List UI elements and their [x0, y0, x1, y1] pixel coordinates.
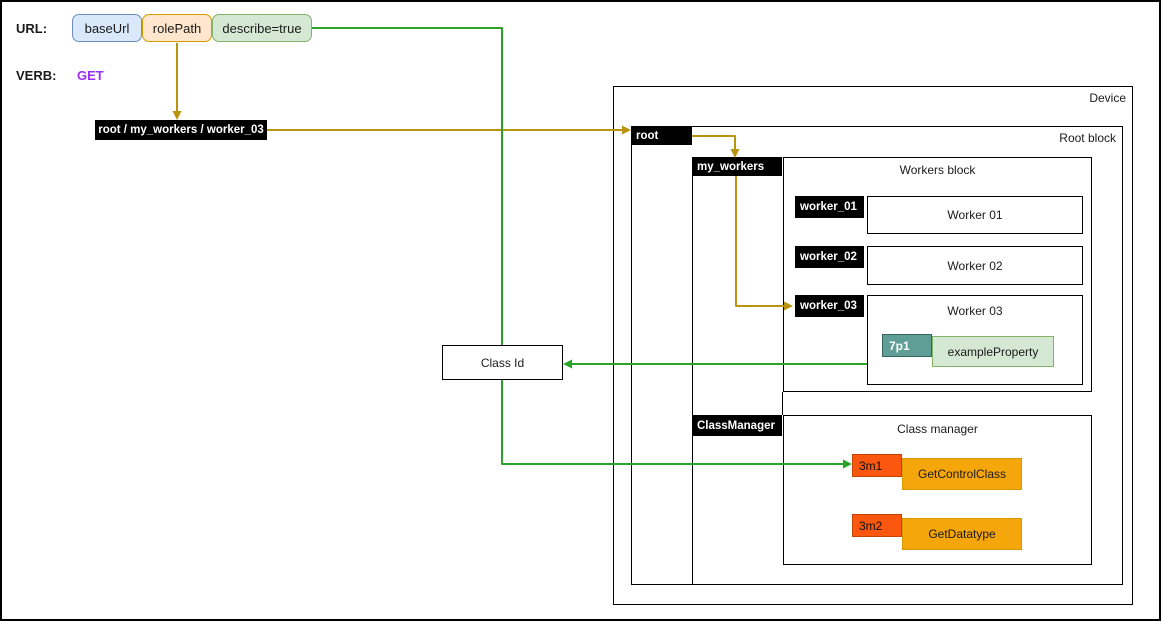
workers-block-label: Workers block — [899, 163, 976, 177]
root-block-box: Root block — [631, 126, 1123, 585]
worker-01-tag: worker_01 — [795, 196, 864, 218]
device-label: Device — [1089, 91, 1126, 105]
my-workers-tag: my_workers — [692, 157, 782, 176]
worker-01-box: Worker 01 — [867, 196, 1083, 234]
worker-03-label: Worker 03 — [947, 304, 1003, 318]
root-tag: root — [631, 126, 692, 145]
worker-02-tag: worker_02 — [795, 246, 864, 268]
url-label: URL: — [16, 21, 48, 36]
worker-03-box: Worker 03 — [867, 295, 1083, 385]
root-block-label: Root block — [1059, 131, 1116, 145]
worker-03-tag: worker_03 — [795, 295, 864, 317]
property-7p1-tag: 7p1 — [882, 334, 932, 357]
class-id-box: Class Id — [442, 345, 563, 380]
class-manager-label: Class manager — [897, 422, 978, 436]
example-property-box: exampleProperty — [932, 336, 1054, 367]
verb-label: VERB: — [16, 68, 57, 83]
get-datatype-box: GetDatatype — [902, 518, 1022, 550]
url-segment-rolepath: rolePath — [142, 14, 212, 42]
method-3m2-tag: 3m2 — [852, 514, 902, 537]
tree-line-vertical — [692, 176, 693, 585]
method-3m1-tag: 3m1 — [852, 454, 902, 477]
device-box: Device — [613, 86, 1133, 605]
url-segment-baseurl: baseUrl — [72, 14, 142, 42]
get-control-class-box: GetControlClass — [902, 458, 1022, 490]
url-segment-describe: describe=true — [212, 14, 312, 42]
class-manager-tag: ClassManager — [692, 415, 782, 436]
worker-02-box: Worker 02 — [867, 246, 1083, 285]
resolved-path-box: root / my_workers / worker_03 — [95, 120, 267, 140]
tree-line-connector — [782, 392, 783, 415]
class-manager-box: Class manager — [783, 415, 1092, 565]
verb-value: GET — [77, 68, 104, 83]
